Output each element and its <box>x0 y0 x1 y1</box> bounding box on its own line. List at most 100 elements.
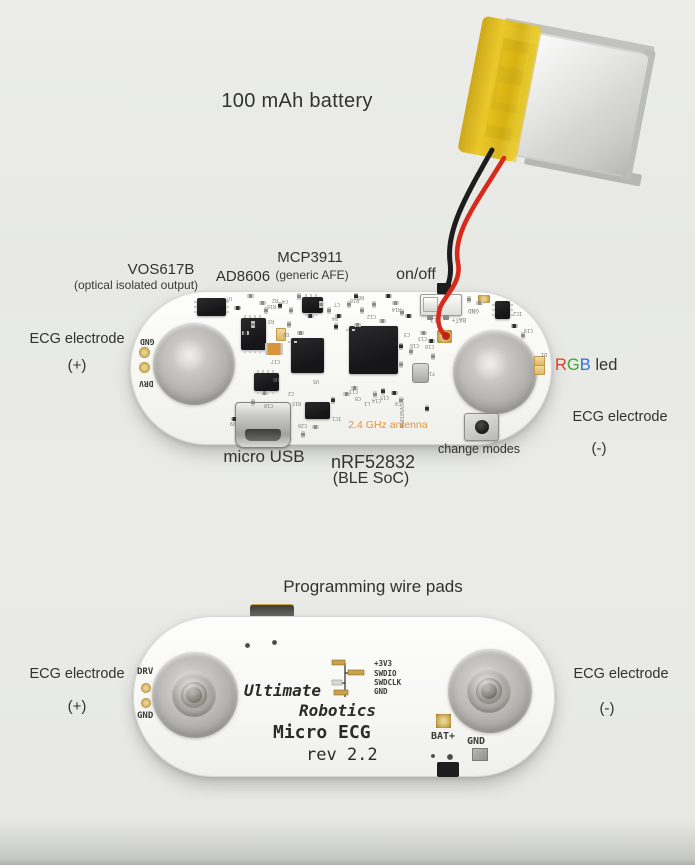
passive-component <box>334 323 338 330</box>
passive-component <box>264 307 268 314</box>
passive-component <box>287 321 291 328</box>
gnd-pad <box>139 347 150 358</box>
table-shadow <box>0 819 695 865</box>
rgb-led-label: RGB led <box>555 356 617 375</box>
passive-component <box>297 293 301 300</box>
vos617b-label: VOS617B <box>127 261 195 278</box>
passive-component <box>399 343 403 350</box>
passive-component <box>312 425 319 429</box>
switch-back <box>437 762 459 777</box>
passive-component <box>335 314 342 318</box>
revision: rev 2.2 <box>306 745 378 765</box>
passive-component <box>399 361 403 368</box>
passive-component <box>425 405 429 412</box>
battery <box>458 16 656 187</box>
right-electrode-dome <box>453 330 537 414</box>
passive-component <box>259 301 266 305</box>
ad8606-label: AD8606 <box>215 268 271 285</box>
passive-component <box>373 391 377 398</box>
drv-pad-label: DRV <box>137 667 154 677</box>
vos617b-sublabel: (optical isolated output) <box>73 278 199 292</box>
prog-pad-swdclk: SWDCLK <box>374 678 402 687</box>
programming-pads-label: Programming wire pads <box>283 577 463 596</box>
via <box>245 643 250 648</box>
prog-pad-3v3: +3V3 <box>374 659 393 668</box>
change-modes-label: change modes <box>437 442 521 456</box>
passive-component <box>331 397 335 404</box>
left-electrode-dome <box>153 323 235 405</box>
passive-component <box>307 314 314 318</box>
brand-line1: Ultimate <box>244 681 322 700</box>
passive-component <box>379 319 386 323</box>
bat-plus-label: BAT+ <box>431 731 456 742</box>
passive-component <box>234 306 241 310</box>
gnd-pad <box>141 698 151 708</box>
passive-component <box>242 331 249 335</box>
solder-blob <box>442 332 450 340</box>
tantalum-capacitor <box>265 343 283 355</box>
passive-component <box>405 314 412 318</box>
prog-pad-swdio: SWDIO <box>374 669 397 678</box>
on-off-label: on/off <box>396 266 436 283</box>
passive-component <box>343 392 350 396</box>
rgb-g: G <box>566 356 580 374</box>
passive-component <box>261 391 268 395</box>
gnd-pad-label: GND <box>137 711 154 721</box>
ecg-minus-top-sign: (-) <box>591 440 607 457</box>
wire-hole <box>431 754 435 758</box>
rgb-suffix: led <box>590 356 618 374</box>
ecg-plus-bottom-sign: (+) <box>67 698 87 715</box>
rgb-b: B <box>579 356 591 374</box>
ecg-board-back-side: DRV GND Ultimate Robotics Micro ECG rev … <box>133 616 555 777</box>
passive-component <box>354 323 361 327</box>
ecg-minus-top-label: ECG electrode <box>572 409 668 425</box>
ecg-board-top-side: GND DRV 2.4 GHz antenna W58185AST9 GND <box>130 283 552 448</box>
micro-usb-label: micro USB <box>223 447 305 466</box>
vos617b-chip <box>194 298 229 316</box>
passive-component <box>319 301 323 308</box>
passive-component <box>399 397 403 404</box>
passive-component <box>409 348 413 355</box>
passive-component <box>351 386 358 390</box>
passive-component <box>297 331 304 335</box>
antenna-silk-label: 2.4 GHz antenna <box>348 419 428 431</box>
rgb-r: R <box>555 356 567 374</box>
nrf52832-label: nRF52832 <box>330 452 416 472</box>
ecg-minus-bottom-label: ECG electrode <box>573 666 669 682</box>
passive-component <box>400 309 404 316</box>
crystal-y1 <box>412 363 429 383</box>
right-snap-electrode <box>448 649 532 733</box>
passive-component <box>347 301 351 308</box>
passive-component <box>381 388 385 395</box>
prog-pad-gnd: GND <box>374 687 388 696</box>
left-snap-electrode <box>152 652 238 738</box>
passive-component <box>521 332 525 339</box>
passives-layer <box>131 292 551 444</box>
gnd-right-label: GND <box>467 736 486 747</box>
gnd-pad-square <box>472 748 488 761</box>
nrf52832-chip <box>346 326 398 374</box>
programming-pads-schematic <box>331 659 365 697</box>
passive-component <box>392 301 399 305</box>
passive-component <box>231 417 238 421</box>
passive-component <box>476 301 483 305</box>
red-wire <box>436 155 507 338</box>
mcp3911-sublabel: (generic AFE) <box>275 268 349 282</box>
passive-component <box>420 331 427 335</box>
ecg-plus-top-label: ECG electrode <box>29 331 125 347</box>
passive-component <box>251 399 255 406</box>
battery-label: 100 mAh battery <box>221 90 373 112</box>
ecg-minus-bottom-sign: (-) <box>599 700 615 717</box>
afe-qfn-chip <box>288 338 324 373</box>
micro-usb-connector <box>235 402 291 448</box>
drv-pad <box>139 362 150 373</box>
product-name: Micro ECG <box>273 722 371 743</box>
switch-leg <box>443 315 449 320</box>
passive-component <box>278 302 282 309</box>
rgb-led <box>534 365 545 375</box>
passive-component <box>385 294 392 298</box>
passive-component <box>511 324 518 328</box>
passive-component <box>428 339 435 343</box>
